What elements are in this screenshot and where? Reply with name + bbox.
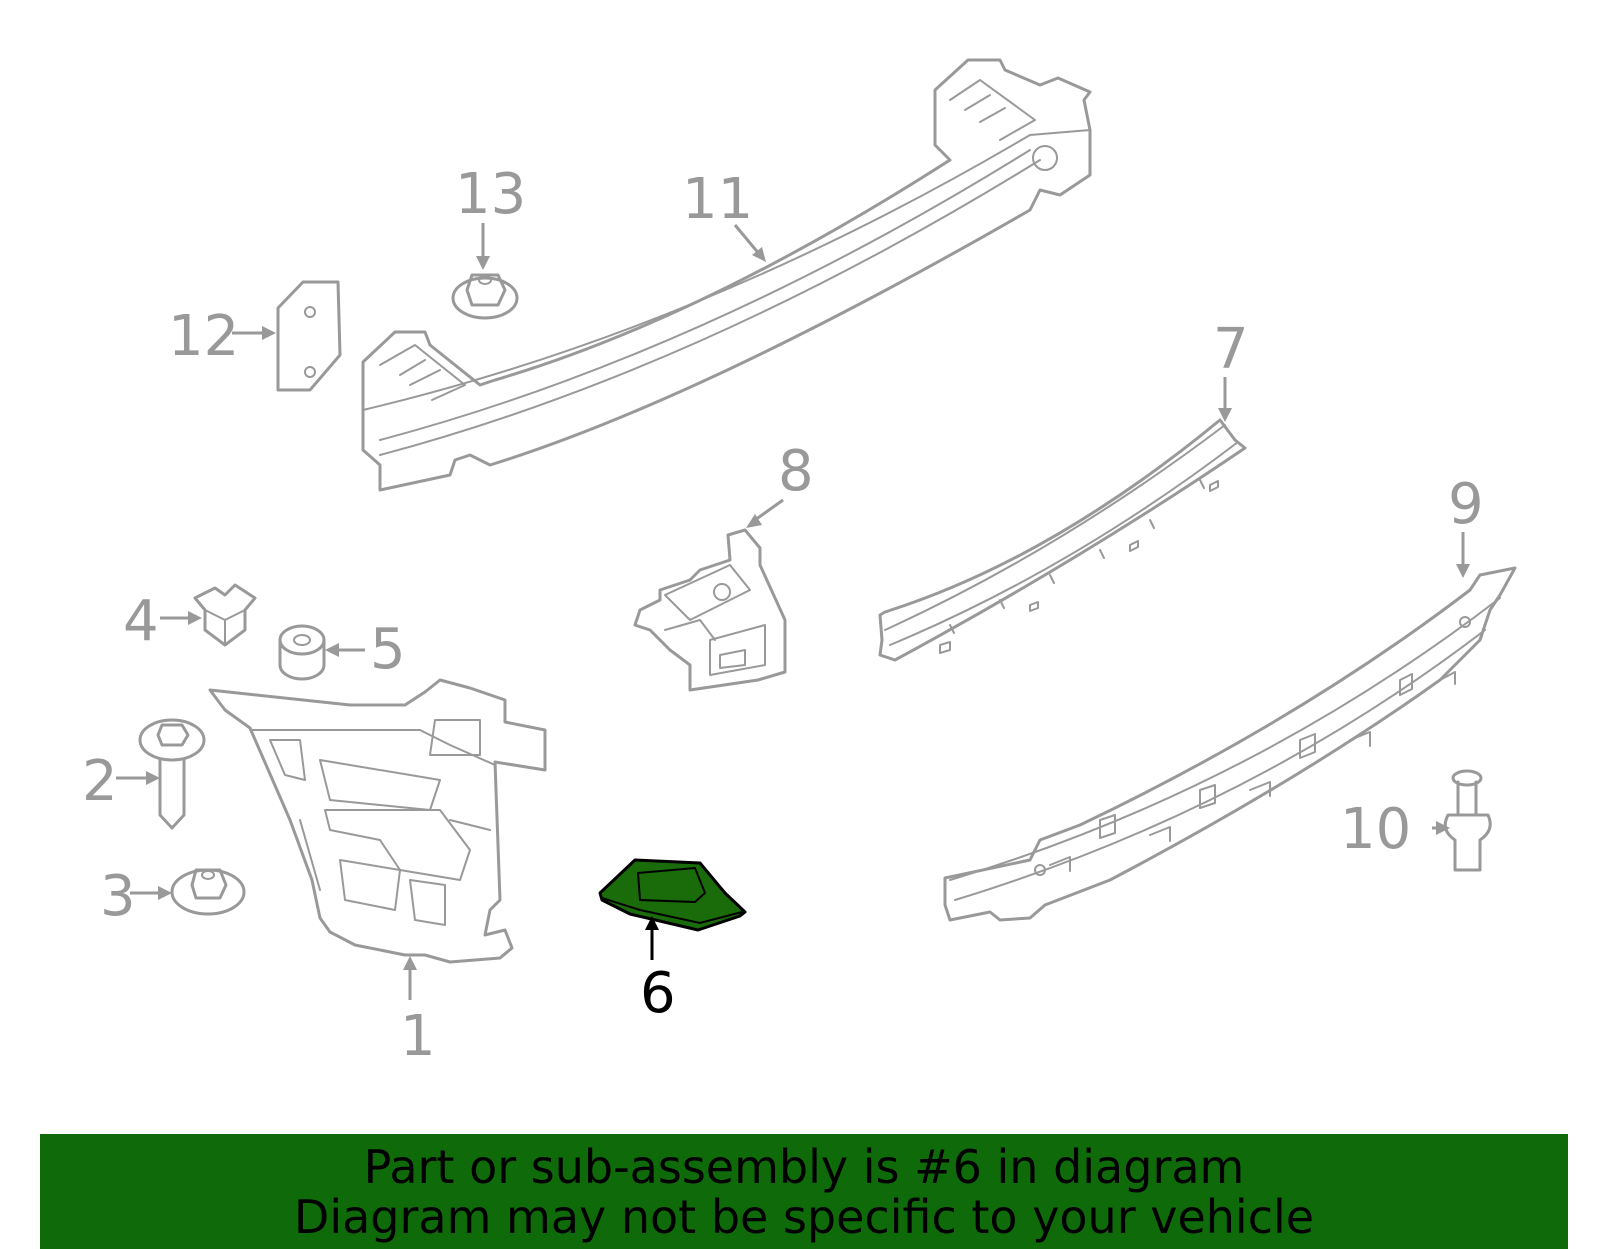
svg-text:7: 7	[1213, 317, 1249, 382]
callout-5: 5	[325, 617, 406, 682]
callout-3: 3	[100, 864, 172, 929]
callout-11: 11	[682, 167, 766, 262]
part-5-spacer	[278, 624, 326, 681]
svg-text:9: 9	[1448, 472, 1484, 537]
part-12-mounting-plate	[276, 280, 342, 392]
part-13-flange-nut	[451, 273, 519, 320]
part-2-bolt	[138, 718, 206, 830]
part-3-flange-nut	[170, 868, 246, 916]
svg-text:6: 6	[640, 961, 676, 1026]
callout-1: 1	[400, 956, 436, 1069]
part-9-energy-absorber-lower	[943, 566, 1517, 922]
info-banner: Part or sub-assembly is #6 in diagram Di…	[40, 1134, 1568, 1249]
callout-10: 10	[1340, 797, 1450, 862]
callout-6: 6	[640, 916, 676, 1026]
part-7-energy-absorber-upper	[878, 418, 1247, 662]
svg-text:13: 13	[455, 162, 526, 227]
callout-7: 7	[1213, 317, 1249, 422]
callout-9: 9	[1448, 472, 1484, 578]
svg-text:5: 5	[370, 617, 406, 682]
svg-text:4: 4	[123, 589, 159, 654]
svg-text:10: 10	[1340, 797, 1411, 862]
banner-part-text: Part or sub-assembly is #6 in diagram	[363, 1140, 1245, 1194]
callout-12: 12	[168, 304, 276, 369]
callout-8: 8	[746, 439, 814, 528]
part-4-clip	[193, 583, 257, 647]
part-8-bracket	[633, 528, 787, 692]
svg-text:1: 1	[400, 1004, 436, 1069]
banner-disclaimer-text: Diagram may not be specific to your vehi…	[293, 1190, 1315, 1244]
svg-text:11: 11	[682, 167, 753, 232]
callout-2: 2	[82, 749, 160, 814]
part-1-side-bracket	[208, 678, 547, 964]
svg-text:3: 3	[100, 864, 136, 929]
svg-text:2: 2	[82, 749, 118, 814]
part-11-bumper-reinforcement	[361, 58, 1092, 492]
svg-text:8: 8	[778, 439, 814, 504]
callout-4: 4	[123, 589, 202, 654]
part-10-push-pin	[1443, 769, 1492, 872]
part-6-highlighted-pad	[598, 858, 747, 932]
svg-text:12: 12	[168, 304, 239, 369]
callout-13: 13	[455, 162, 526, 270]
